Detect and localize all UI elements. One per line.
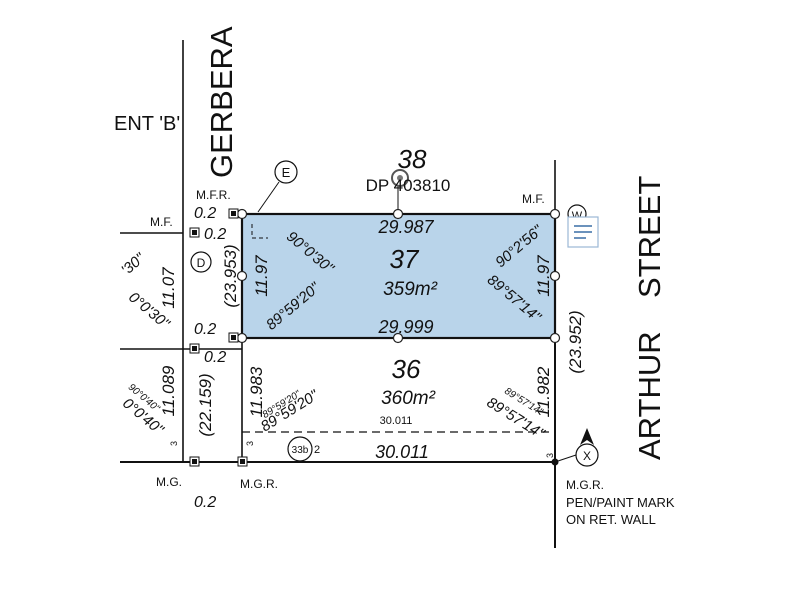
lot-36-right-dim: 11.982	[534, 366, 553, 417]
small-three: 3	[245, 441, 255, 446]
offset-label: 0.2	[194, 494, 216, 511]
offset-label: 0.2	[204, 349, 226, 366]
pen-mark-line-3: ON RET. WALL	[566, 512, 656, 527]
left-lot-bracket: (22.159)	[196, 373, 215, 436]
corner-peg	[392, 332, 404, 344]
lot-37-parcel[interactable]	[240, 212, 557, 340]
street-label: STREET	[632, 176, 667, 298]
svg-text:E: E	[282, 165, 291, 180]
corner-peg	[549, 208, 561, 220]
corner-peg	[236, 332, 248, 344]
svg-text:X: X	[583, 449, 591, 463]
pen-mark-line-2: PEN/PAINT MARK	[566, 495, 675, 510]
offset-label: 0.2	[204, 226, 226, 243]
left-lot-lower-dim: 11.089	[159, 365, 178, 416]
corner-peg	[236, 208, 248, 220]
pen-mark-line-1: M.G.R.	[566, 478, 604, 492]
lot-36-number: 36	[392, 354, 421, 384]
left-lot-angle-a: '30"	[118, 250, 148, 279]
lot-36-bottom-dim: 30.011	[375, 442, 429, 462]
corner-peg	[236, 270, 248, 282]
small-three: 3	[545, 453, 555, 458]
lot-38-plan-ref: DP 403810	[366, 176, 451, 195]
lot-37-right-dim: 11.97	[534, 255, 553, 297]
circle-x: X	[575, 443, 599, 467]
offset-label: 0.2	[194, 205, 216, 222]
svg-text:D: D	[197, 256, 206, 270]
mf-right-label: M.F.	[522, 192, 545, 206]
svg-text:W: W	[572, 210, 583, 222]
mf-left-label: M.F.	[150, 215, 173, 229]
locator-icon[interactable]	[391, 169, 409, 187]
left-lot-upper-dim: 11.07	[159, 267, 178, 309]
lot-36-area: 360m²	[381, 388, 436, 409]
circle-e: E	[251, 160, 298, 239]
mg-label: M.G.	[156, 475, 182, 489]
lot-37-left-dim: 11.97	[252, 255, 271, 297]
corner-peg	[392, 208, 404, 220]
offset-label: 0.2	[194, 321, 216, 338]
square-marks	[189, 208, 248, 467]
arthur-street-label: ARTHUR	[632, 331, 667, 460]
boundary-lines	[120, 40, 556, 548]
svg-text:33b: 33b	[292, 445, 309, 456]
mgr-label: M.G.R.	[240, 477, 278, 491]
lot-36-left-dim: 11.983	[247, 366, 266, 417]
circle-33b: 33b	[287, 436, 313, 462]
gerbera-street-label: GERBERA	[204, 26, 239, 178]
mfr-label: M.F.R.	[196, 188, 231, 202]
small-two: 2	[314, 444, 320, 456]
corner-peg	[549, 332, 561, 344]
lot-38-number: 38	[398, 144, 427, 174]
lot-37-left-bracket: (23.953)	[221, 244, 240, 307]
lot-37-area: 359m²	[383, 279, 438, 300]
lot-37-top-dim: 29.987	[377, 217, 434, 237]
small-three: 3	[169, 441, 179, 446]
note-icon[interactable]	[567, 216, 599, 248]
lot-37-bottom-dim: 29.999	[377, 317, 433, 337]
lot-36-right-bracket: (23.952)	[566, 310, 585, 373]
corner-markers	[236, 208, 561, 466]
circle-d: D	[190, 251, 212, 273]
corner-peg	[549, 270, 561, 282]
lot-37-number: 37	[390, 244, 420, 274]
north-arrow-icon	[580, 428, 594, 445]
lot-36-top-small-dim: 30.011	[380, 415, 413, 427]
easement-label: ENT 'B'	[114, 113, 180, 135]
